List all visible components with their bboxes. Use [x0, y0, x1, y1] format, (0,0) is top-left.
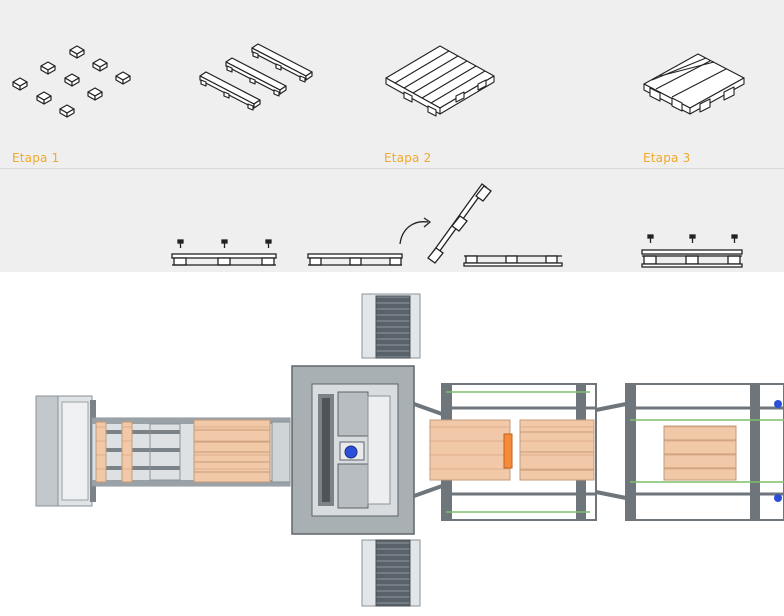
flip-arrow-icon [399, 217, 432, 245]
side-view-pallet-3 [463, 255, 563, 267]
nail-icon [265, 239, 272, 248]
nail-icon [731, 234, 738, 243]
stage-1-label: Etapa 1 [12, 151, 60, 165]
feed-station [35, 395, 96, 507]
stringer [251, 43, 313, 83]
block [59, 104, 75, 118]
infeed-conveyor [91, 417, 291, 487]
transfer-rails [413, 402, 443, 498]
block [115, 71, 131, 85]
stage-2-label: Etapa 2 [384, 151, 432, 165]
stringer [225, 57, 287, 97]
stage-3-pallet-illustration [643, 53, 745, 115]
stage-1-blocks-illustration [12, 45, 131, 118]
stage-2-pallet-illustration [385, 45, 495, 117]
side-view-pallet-flipping [427, 183, 492, 264]
nail-icon [221, 239, 228, 248]
block [87, 87, 103, 101]
nail-icon [177, 239, 184, 248]
side-view-nailing-1 [171, 239, 277, 266]
block [12, 77, 28, 91]
transfer-rails-2 [595, 402, 627, 500]
side-view-pallet-2 [307, 253, 403, 266]
finishing-conveyor-2 [625, 383, 784, 521]
side-view-nailing-2 [641, 234, 743, 268]
panel-divider [0, 168, 784, 169]
stringer [199, 71, 261, 111]
nail-icon [647, 234, 654, 243]
block [64, 73, 80, 87]
motor-icon [344, 445, 358, 459]
block [36, 91, 52, 105]
top-belt-conveyor [361, 293, 421, 359]
stage-3-label: Etapa 3 [643, 151, 691, 165]
block [92, 58, 108, 72]
block [40, 61, 56, 75]
nail-icon [689, 234, 696, 243]
finishing-conveyor-1 [429, 383, 597, 521]
stage-1-stringers-illustration [199, 43, 313, 111]
nailing-station [291, 365, 415, 535]
bottom-belt-conveyor [361, 539, 421, 607]
process-stages-panel [0, 0, 784, 272]
block [69, 45, 85, 59]
